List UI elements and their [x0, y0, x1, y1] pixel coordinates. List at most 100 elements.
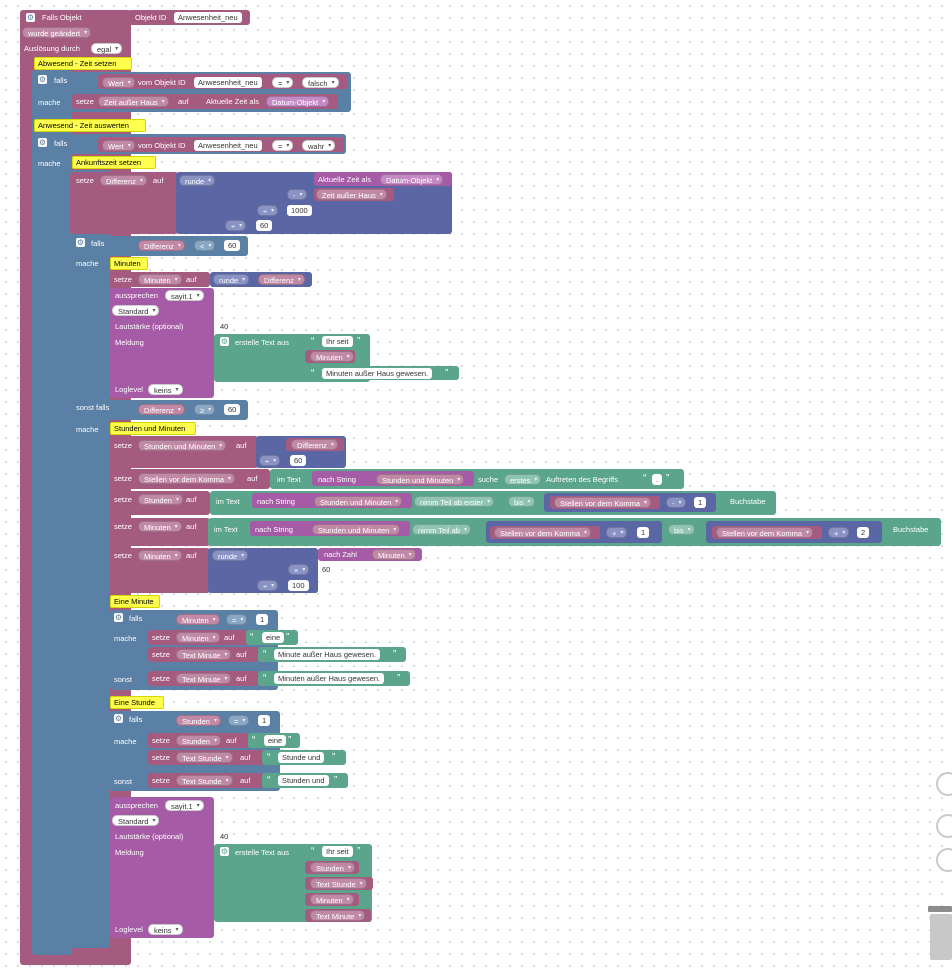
stunden-dropdown[interactable]: Stunden	[310, 862, 355, 874]
device-dropdown[interactable]: sayit.1	[165, 800, 204, 812]
round-dropdown[interactable]: runde	[212, 550, 249, 562]
volume-field[interactable]: 40	[216, 321, 233, 332]
erstes-dropdown[interactable]: erstes	[504, 474, 542, 486]
device-dropdown[interactable]: sayit.1	[165, 290, 204, 302]
sum-dropdown[interactable]: Stunden und Minuten	[312, 524, 401, 536]
eq-dropdown[interactable]: =	[228, 715, 250, 727]
number-60[interactable]: 60	[224, 240, 241, 251]
komma-dropdown[interactable]: Stellen vor dem Komma	[138, 473, 236, 485]
lt-dropdown[interactable]: <	[194, 240, 216, 252]
minuten-dropdown[interactable]: Minuten	[138, 521, 182, 533]
minuten-dropdown[interactable]: Minuten	[176, 632, 220, 644]
wert-dropdown[interactable]: Wert	[102, 77, 135, 89]
text-eine[interactable]: eine	[262, 632, 285, 643]
wert-dropdown[interactable]: Wert	[102, 140, 135, 152]
minuten-dropdown[interactable]: Minuten	[176, 614, 220, 626]
minuten-dropdown[interactable]: Minuten	[138, 274, 182, 286]
variable-dropdown[interactable]: Zeit außer Haus	[98, 96, 169, 108]
text-minute-gewesen[interactable]: Minute außer Haus gewesen.	[274, 649, 380, 660]
format-dropdown[interactable]: Datum-Objekt	[380, 174, 444, 186]
stunden-dropdown[interactable]: Stunden	[138, 494, 183, 506]
text-stunde-dropdown[interactable]: Text Stunde	[176, 752, 233, 764]
trash-icon[interactable]	[926, 906, 952, 960]
differenz-dropdown[interactable]: Differenz	[291, 439, 338, 451]
format-dropdown[interactable]: Datum-Objekt	[266, 96, 330, 108]
komma-dropdown[interactable]: Stellen vor dem Komma	[716, 527, 814, 539]
ge-dropdown[interactable]: ≥	[194, 404, 216, 416]
center-icon[interactable]	[936, 772, 952, 796]
text-minuten-gewesen[interactable]: Minuten außer Haus gewesen.	[322, 368, 433, 379]
stunden-dropdown[interactable]: Stunden	[176, 715, 221, 727]
text-eine[interactable]: eine	[264, 735, 287, 746]
div-dropdown[interactable]: ÷	[225, 220, 247, 232]
minuten-dropdown[interactable]: Minuten	[138, 550, 182, 562]
changed-dropdown[interactable]: wurde geändert	[22, 27, 92, 39]
sum-dropdown[interactable]: Stunden und Minuten	[314, 496, 403, 508]
bis-dropdown[interactable]: bis	[668, 524, 695, 536]
text-stunde-und[interactable]: Stunde und	[278, 752, 325, 763]
minuten-dropdown[interactable]: Minuten	[310, 351, 354, 363]
standard-dropdown[interactable]: Standard	[112, 305, 160, 317]
div-dropdown[interactable]: ÷	[257, 205, 279, 217]
komma-dropdown[interactable]: Stellen vor dem Komma	[554, 497, 652, 509]
plus-dropdown[interactable]: ÷	[257, 580, 279, 592]
text-minute-dropdown[interactable]: Text Minute	[310, 910, 366, 922]
value-dropdown[interactable]: falsch	[302, 77, 339, 89]
number-1000[interactable]: 1000	[287, 205, 312, 216]
objekt-field[interactable]: Anwesenheit_neu	[194, 140, 262, 151]
comment-abwesend[interactable]: Abwesend - Zeit setzen	[34, 57, 132, 70]
volume-field[interactable]: 40	[216, 831, 233, 842]
number-60[interactable]: 60	[224, 404, 241, 415]
objekt-field[interactable]: Anwesenheit_neu	[194, 77, 262, 88]
gear-icon[interactable]: ⚙	[220, 847, 229, 856]
variable-dropdown[interactable]: Differenz	[100, 175, 147, 187]
plus-dropdown[interactable]: +	[606, 527, 628, 539]
loglevel-dropdown[interactable]: keins	[148, 384, 183, 396]
zah-dropdown[interactable]: Zeit außer Haus	[316, 189, 387, 201]
div-dropdown[interactable]: ÷	[259, 455, 281, 467]
eq-dropdown[interactable]: =	[226, 614, 248, 626]
bis-dropdown[interactable]: bis	[508, 496, 535, 508]
compare-dropdown[interactable]: =	[272, 77, 294, 89]
gear-icon[interactable]: ⚙	[38, 138, 47, 147]
comment-anwesend[interactable]: Anwesend - Zeit auswerten	[34, 119, 146, 132]
text-minute-dropdown[interactable]: Text Minute	[176, 649, 232, 661]
differenz-dropdown[interactable]: Differenz	[138, 404, 185, 416]
zoom-in-icon[interactable]	[936, 814, 952, 838]
number-1[interactable]: 1	[258, 715, 271, 726]
trigger-dropdown[interactable]: egal	[91, 43, 123, 55]
komma-dropdown[interactable]: Stellen vor dem Komma	[494, 527, 592, 539]
minuten-dropdown[interactable]: Minuten	[372, 549, 416, 561]
stunden-dropdown[interactable]: Stunden	[176, 735, 221, 747]
number-1[interactable]: 1	[256, 614, 269, 625]
nimm-ab-dropdown[interactable]: nimm Teil ab	[412, 524, 471, 536]
text-minuten-gewesen[interactable]: Minuten außer Haus gewesen.	[274, 673, 385, 684]
round-dropdown[interactable]: runde	[213, 274, 250, 286]
number-60[interactable]: 60	[318, 564, 335, 575]
number-100[interactable]: 100	[288, 580, 309, 591]
gear-icon[interactable]: ⚙	[38, 75, 47, 84]
nimm-erster-dropdown[interactable]: nimm Teil ab erster	[414, 496, 495, 508]
gear-icon[interactable]: ⚙	[76, 238, 85, 247]
sum-dropdown[interactable]: Stunden und Minuten	[376, 474, 465, 486]
comment-eine-minute[interactable]: Eine Minute	[110, 595, 160, 608]
comment-stunden-minuten[interactable]: Stunden und Minuten	[110, 422, 196, 435]
multiply-dropdown[interactable]: ×	[288, 564, 310, 576]
round-dropdown[interactable]: runde	[179, 175, 216, 187]
zoom-out-icon[interactable]	[936, 848, 952, 872]
gear-icon[interactable]: ⚙	[114, 714, 123, 723]
number-60[interactable]: 60	[290, 455, 307, 466]
number-2[interactable]: 2	[857, 527, 870, 538]
compare-dropdown[interactable]: =	[272, 140, 294, 152]
gear-icon[interactable]: ⚙	[220, 337, 229, 346]
text-minute-dropdown[interactable]: Text Minute	[176, 673, 232, 685]
number-1[interactable]: 1	[694, 497, 707, 508]
plus-dropdown[interactable]: +	[828, 527, 850, 539]
dot-field[interactable]: .	[652, 474, 663, 485]
gear-icon[interactable]: ⚙	[26, 13, 35, 22]
number-1[interactable]: 1	[637, 527, 650, 538]
text-stunden-und[interactable]: Stunden und	[278, 775, 329, 786]
gear-icon[interactable]: ⚙	[114, 613, 123, 622]
text-stunde-dropdown[interactable]: Text Stunde	[176, 775, 233, 787]
value-dropdown[interactable]: wahr	[302, 140, 336, 152]
